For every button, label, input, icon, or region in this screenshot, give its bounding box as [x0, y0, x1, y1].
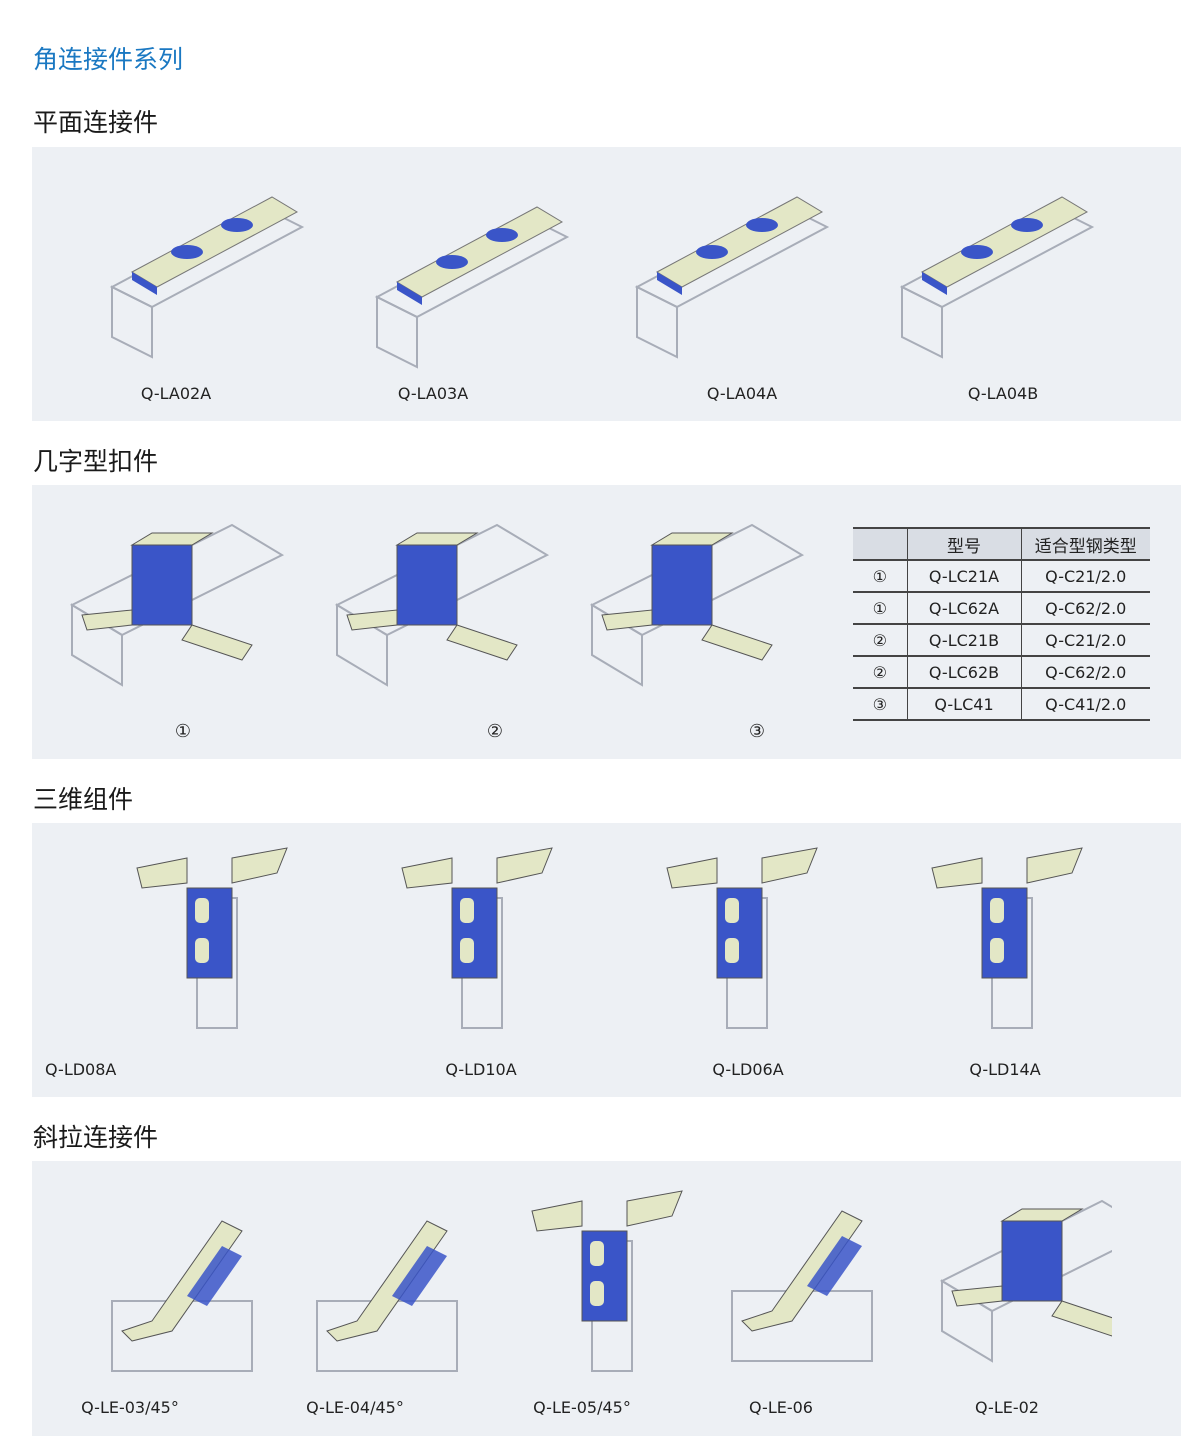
header-cell: 适合型钢类型 [1021, 527, 1150, 561]
section-heading-diagonal: 斜拉连接件 [33, 1123, 159, 1152]
product-image-q-la03a [376, 206, 568, 368]
cell: Q-LC62B [907, 656, 1022, 689]
product-label: Q-LA04A [706, 384, 778, 403]
item-number: ③ [748, 721, 766, 742]
product-image-q-la04b [901, 196, 1093, 358]
cell: ② [853, 656, 908, 689]
product-image-q-ld06a [666, 847, 818, 1029]
section-heading-hat-clamp: 几字型扣件 [33, 447, 159, 476]
product-image-q-la02a [111, 196, 303, 358]
cell: Q-LC21B [907, 624, 1022, 657]
header-cell [853, 527, 908, 561]
cell: ① [853, 592, 908, 625]
section-heading-3d: 三维组件 [33, 785, 134, 814]
product-image-q-ld10a [401, 847, 553, 1029]
product-image-q-le-04 [316, 1220, 458, 1372]
cell: Q-C21/2.0 [1021, 624, 1150, 657]
cell: Q-LC62A [907, 592, 1022, 625]
product-label: Q-LD06A [712, 1060, 784, 1079]
cell: Q-C62/2.0 [1021, 656, 1150, 689]
flat-connectors-panel: Q-LA02A Q-LA03A Q-LA04A Q-LA04B [32, 147, 1181, 421]
product-label: Q-LD08A [45, 1060, 117, 1079]
product-label: Q-LE-03/45° [81, 1398, 179, 1417]
cell: Q-LC21A [907, 560, 1022, 593]
product-image-q-le-02 [941, 1200, 1112, 1362]
product-image-3 [591, 524, 803, 686]
product-label: Q-LE-04/45° [306, 1398, 404, 1417]
product-image-q-la04a [636, 196, 828, 358]
cell: Q-C21/2.0 [1021, 560, 1150, 593]
product-label: Q-LA03A [397, 384, 469, 403]
cell: ① [853, 560, 908, 593]
cell: ② [853, 624, 908, 657]
product-image-q-le-05 [531, 1190, 683, 1372]
product-image-q-le-03 [111, 1220, 253, 1372]
cell: ③ [853, 688, 908, 721]
item-number: ② [486, 721, 504, 742]
product-image-1 [71, 524, 283, 686]
product-label: Q-LE-02 [975, 1398, 1039, 1417]
3d-assemblies-panel: Q-LD08A Q-LD10A Q-LD06A Q-LD14A [32, 823, 1181, 1097]
product-label: Q-LD10A [445, 1060, 517, 1079]
cell: Q-C62/2.0 [1021, 592, 1150, 625]
page-title: 角连接件系列 [33, 45, 184, 74]
item-number: ① [174, 721, 192, 742]
cell: Q-C41/2.0 [1021, 688, 1150, 721]
product-image-q-ld14a [931, 847, 1083, 1029]
section-heading-flat: 平面连接件 [33, 108, 159, 137]
product-label: Q-LD14A [969, 1060, 1041, 1079]
product-label: Q-LA04B [967, 384, 1039, 403]
product-image-2 [336, 524, 548, 686]
product-label: Q-LE-06 [749, 1398, 813, 1417]
product-image-q-le-06 [731, 1210, 873, 1362]
product-label: Q-LA02A [140, 384, 212, 403]
diagonal-connectors-panel: Q-LE-03/45° Q-LE-04/45° Q-LE-05/45° Q-LE… [32, 1161, 1181, 1436]
product-label: Q-LE-05/45° [533, 1398, 631, 1417]
table-header-row: 型号 适合型钢类型 [853, 527, 1150, 561]
cell: Q-LC41 [907, 688, 1022, 721]
header-cell: 型号 [907, 527, 1022, 561]
product-image-q-ld08a [136, 847, 288, 1029]
